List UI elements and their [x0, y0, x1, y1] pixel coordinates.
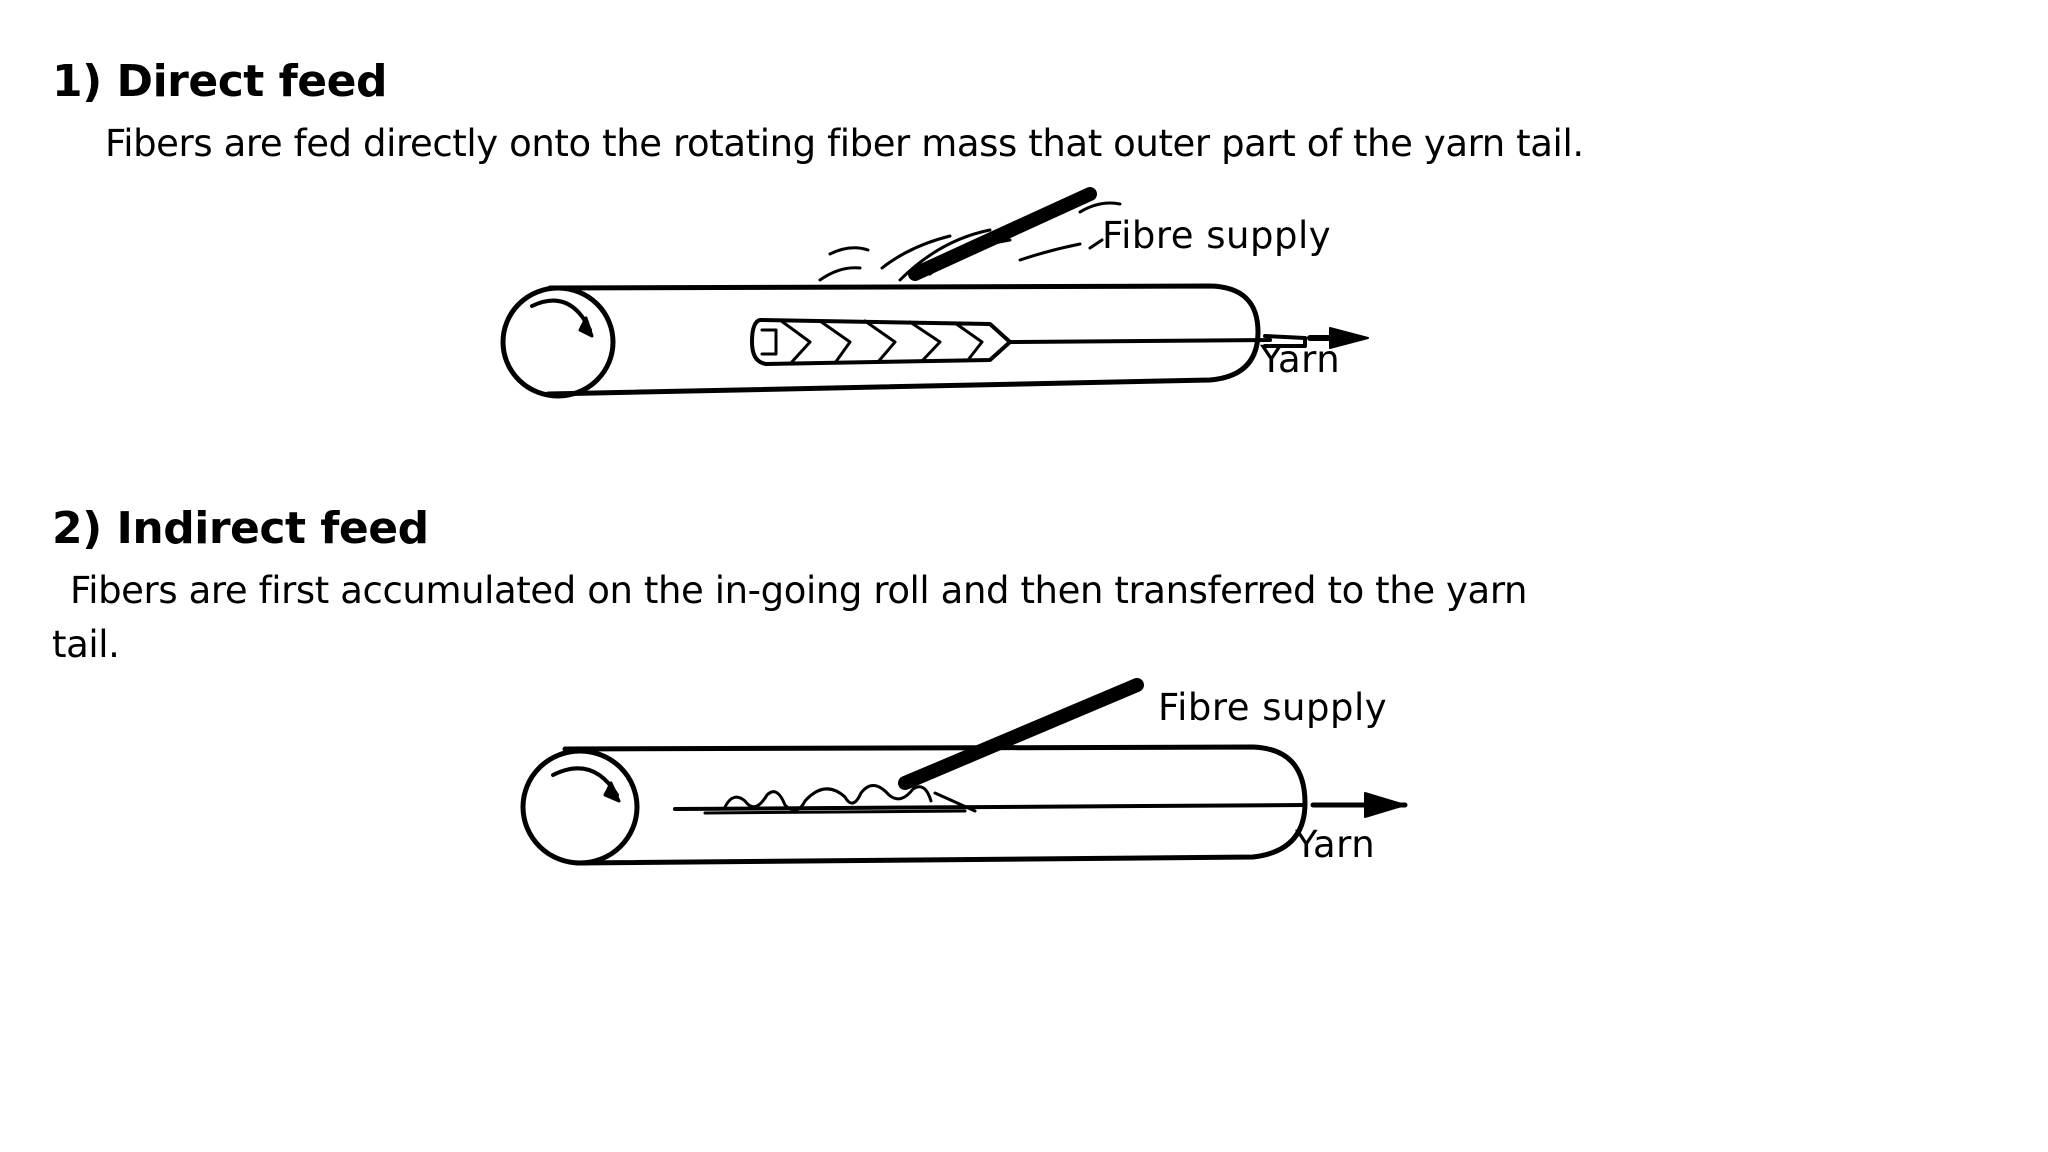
roller-body	[545, 283, 1261, 397]
direct-feed-diagram: Fibre supply Yarn	[500, 187, 1369, 399]
section-description-direct-feed: Fibers are fed directly onto the rotatin…	[105, 122, 1584, 165]
section-heading-indirect-feed: 2) Indirect feed	[52, 503, 429, 554]
section-description-indirect-feed: Fibers are first accumulated on the in-g…	[52, 569, 1528, 666]
fibre-supply-stream	[908, 187, 1097, 281]
section-heading-direct-feed: 1) Direct feed	[52, 56, 387, 107]
fibre-supply-label: Fibre supply	[1102, 214, 1331, 257]
accumulated-fibres	[723, 784, 933, 812]
yarn-tail-line	[673, 803, 1307, 811]
fibre-supply-stream	[898, 678, 1144, 790]
fibre-supply-label: Fibre supply	[1158, 686, 1387, 729]
roller-end-circle	[500, 285, 616, 399]
indirect-feed-diagram: Fibre supply Yarn	[520, 678, 1408, 866]
yarn-label: Yarn	[1294, 823, 1375, 866]
roller-end-circle	[520, 748, 640, 866]
yarn-tail-line	[1008, 334, 1307, 348]
yarn-label: Yarn	[1259, 338, 1340, 381]
roller-body	[562, 744, 1308, 866]
fiber-mass	[750, 318, 1012, 366]
rotation-arrowhead	[578, 316, 594, 338]
